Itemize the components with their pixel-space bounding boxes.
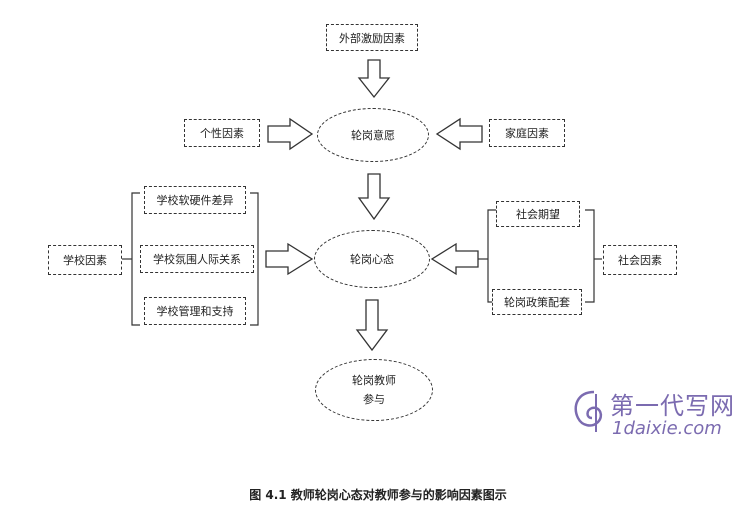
arrow-personality-to-will <box>267 117 314 151</box>
node-school-hardware: 学校软硬件差异 <box>144 186 246 214</box>
arrow-will-to-mindset <box>357 173 391 221</box>
watermark-logo: 第一代写网 1daixie.com <box>570 386 750 446</box>
watermark-chinese: 第一代写网 <box>610 392 735 420</box>
node-rotation-will: 轮岗意愿 <box>317 108 429 162</box>
arrow-social-to-mindset <box>430 242 479 276</box>
social-bracket-right <box>585 209 595 303</box>
watermark-swirl-icon <box>574 390 603 432</box>
watermark-url: 1daixie.com <box>612 418 722 439</box>
node-family: 家庭因素 <box>489 119 565 147</box>
node-social-expectation: 社会期望 <box>496 201 580 227</box>
node-teacher-participation: 轮岗教师 参与 <box>315 359 433 421</box>
figure-caption: 图 4.1 教师轮岗心态对教师参与的影响因素图示 <box>249 488 507 502</box>
node-social-factors: 社会因素 <box>603 245 677 275</box>
node-school-management: 学校管理和支持 <box>144 297 246 325</box>
arrow-school-to-mindset <box>265 242 314 276</box>
node-external-incentive: 外部激励因素 <box>326 24 418 51</box>
arrow-mindset-to-participation <box>355 299 389 352</box>
participation-line-2: 参与 <box>363 393 385 406</box>
school-bracket-right <box>250 192 259 326</box>
school-bracket-left <box>131 192 140 326</box>
node-rotation-mindset: 轮岗心态 <box>314 230 430 288</box>
arrow-family-to-will <box>435 117 483 151</box>
node-personality: 个性因素 <box>184 119 260 147</box>
node-school-atmosphere: 学校氛围人际关系 <box>140 245 254 273</box>
participation-line-1: 轮岗教师 <box>352 374 396 387</box>
node-rotation-policy: 轮岗政策配套 <box>492 289 582 315</box>
node-school-factors: 学校因素 <box>48 245 122 275</box>
arrow-external-to-will <box>357 59 391 99</box>
